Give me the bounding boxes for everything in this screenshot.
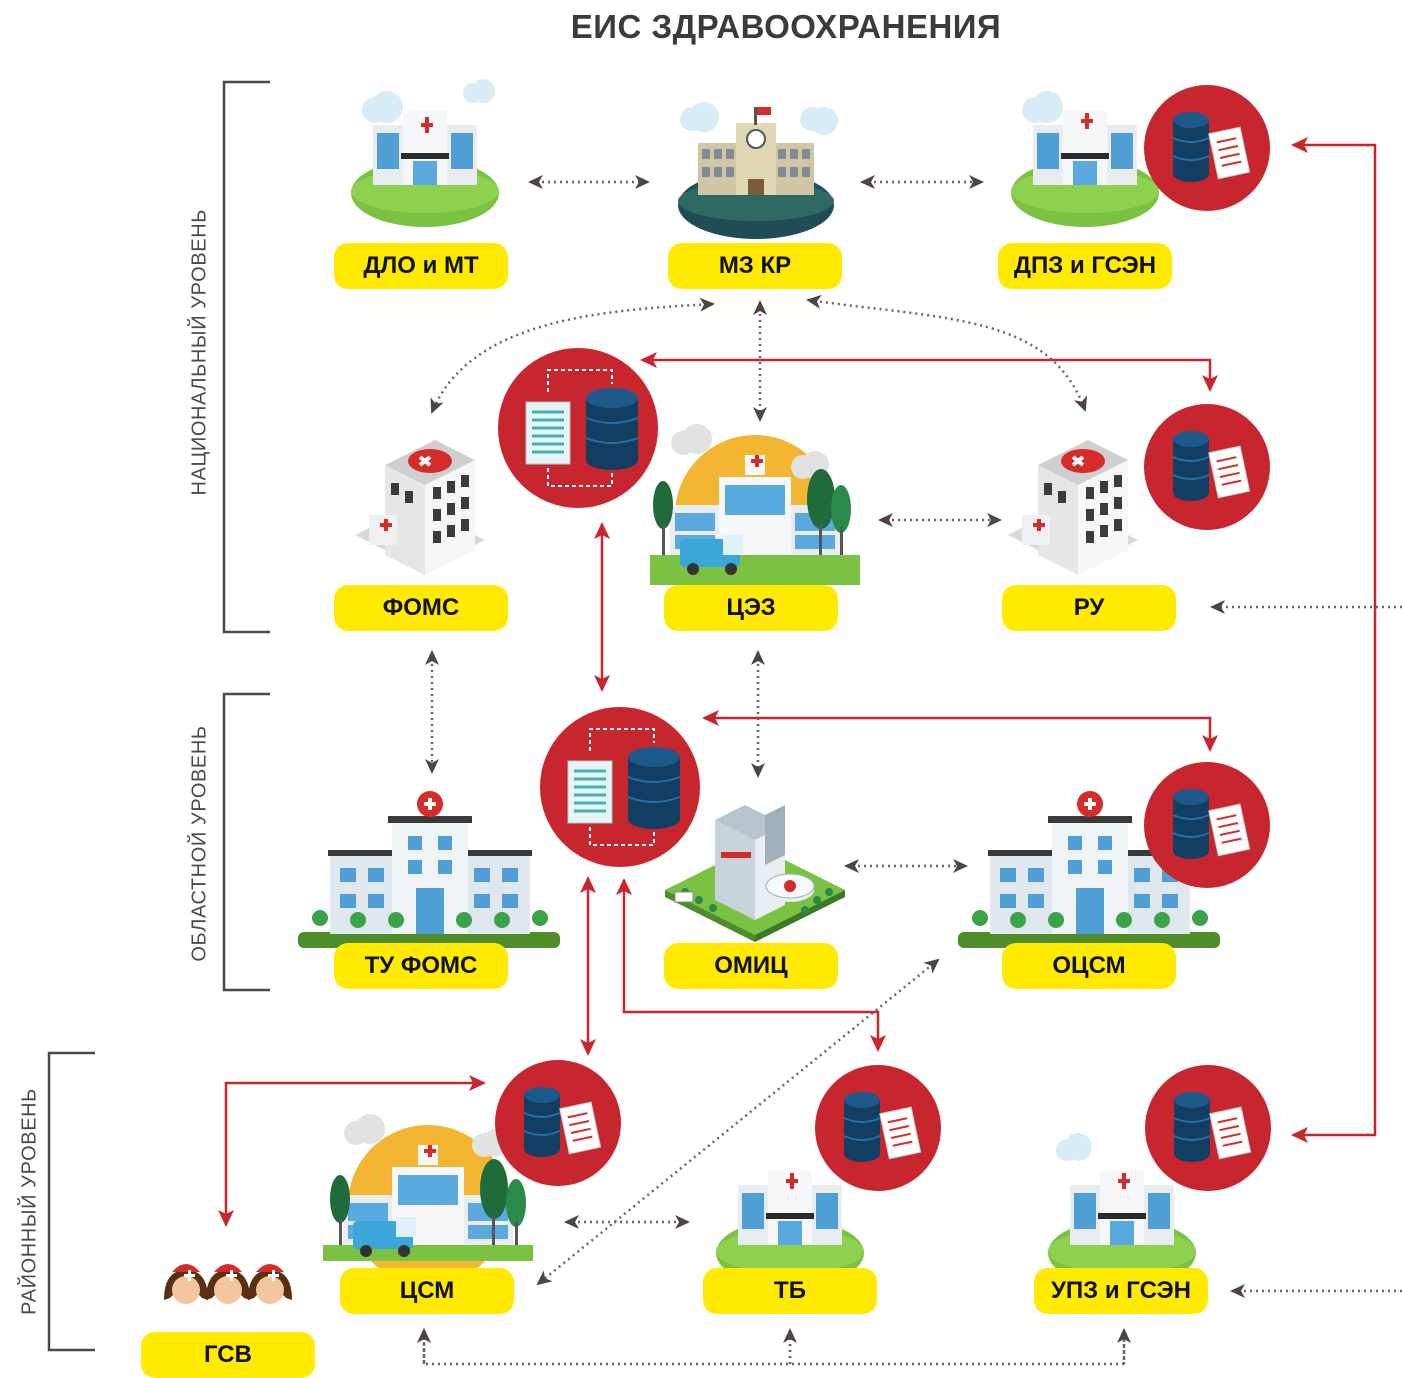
- red-link-regional-db-ocsm: [702, 710, 1218, 752]
- bracket-regional: [222, 692, 270, 992]
- hospital-icon: [1048, 1133, 1196, 1287]
- bracket-national: [222, 80, 270, 634]
- medical-complex-icon: [650, 424, 860, 595]
- dotted-bottom-bus: [424, 1330, 1126, 1366]
- level-label-national: НАЦИОНАЛЬНЫЙ УРОВЕНЬ: [188, 209, 211, 496]
- node-label-omic[interactable]: ОМИЦ: [664, 943, 838, 989]
- database-documents-icon: [495, 1060, 621, 1186]
- database-documents-icon: [815, 1065, 941, 1191]
- node-label-cez[interactable]: ЦЭЗ: [664, 585, 838, 631]
- node-label-ocsm[interactable]: ОЦСМ: [1002, 943, 1176, 989]
- level-brackets: [47, 80, 270, 1352]
- database-documents-icon: [1145, 1065, 1271, 1191]
- hospital-icon: [351, 79, 499, 227]
- node-label-csm[interactable]: ЦСМ: [340, 1268, 514, 1314]
- node-label-tufoms[interactable]: ТУ ФОМС: [334, 943, 508, 989]
- clinic-building-icon: [1008, 440, 1138, 575]
- red-data-links: [218, 137, 1377, 1227]
- medical-complex-icon: [665, 805, 845, 942]
- node-label-dlo[interactable]: ДЛО и МТ: [334, 243, 508, 289]
- node-label-upz[interactable]: УПЗ и ГСЭН: [1034, 1268, 1208, 1314]
- database-documents-icon: [1144, 762, 1270, 888]
- node-label-dpz[interactable]: ДПЗ и ГСЭН: [998, 243, 1172, 289]
- dotted-links: [424, 175, 1402, 1366]
- level-label-district: РАЙОННЫЙ УРОВЕНЬ: [18, 1088, 41, 1315]
- red-link-national-db-ru: [640, 352, 1218, 392]
- node-label-gsv[interactable]: ГСВ: [141, 1332, 315, 1378]
- node-label-tb[interactable]: ТБ: [703, 1268, 877, 1314]
- nurses-icon: [160, 1264, 296, 1330]
- node-label-foms[interactable]: ФОМС: [334, 585, 508, 631]
- bracket-district: [47, 1051, 95, 1352]
- red-link-gsv-csm: [218, 1075, 486, 1227]
- database-documents-icon: [540, 707, 700, 867]
- database-documents-icon: [498, 348, 658, 508]
- dotted-mz-ru: [806, 294, 1088, 412]
- database-documents-icon: [1144, 85, 1270, 211]
- dotted-ocsm-csm: [536, 958, 940, 1286]
- regional-hospital-icon: [298, 791, 560, 948]
- red-link-mz-right: [1291, 137, 1377, 1143]
- level-label-regional: ОБЛАСТНОЙ УРОВЕНЬ: [188, 725, 211, 962]
- government-building-icon: [678, 102, 838, 239]
- hospital-icon: [1011, 91, 1159, 227]
- medical-complex-icon: [323, 1114, 533, 1285]
- database-documents-icon: [1144, 404, 1270, 530]
- node-label-ru[interactable]: РУ: [1002, 585, 1176, 631]
- node-label-mz[interactable]: МЗ КР: [668, 243, 842, 289]
- page-title: ЕИС ЗДРАВООХРАНЕНИЯ: [570, 8, 1002, 45]
- clinic-building-icon: [355, 440, 485, 575]
